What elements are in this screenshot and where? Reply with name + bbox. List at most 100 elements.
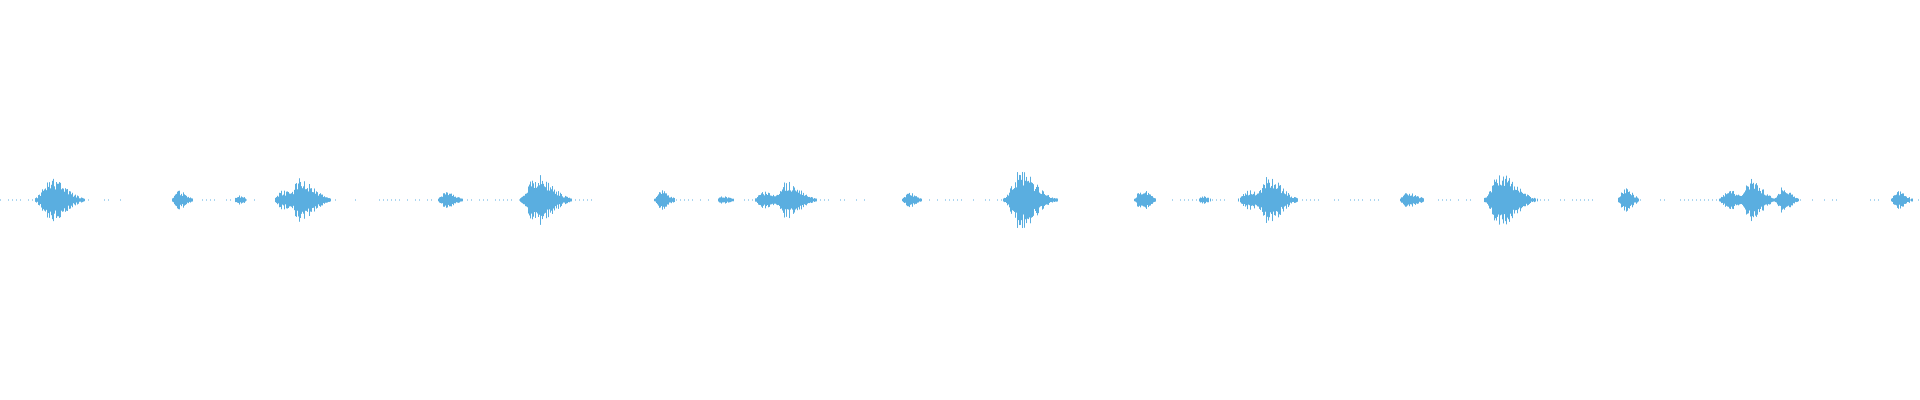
waveform-sample <box>660 192 661 208</box>
waveform-sample <box>1056 198 1057 202</box>
waveform-sample <box>1633 194 1634 206</box>
waveform-sample <box>803 192 804 208</box>
waveform-sample <box>1790 192 1791 208</box>
noise-dot <box>507 199 508 201</box>
waveform-sample <box>190 197 191 203</box>
waveform-sample <box>48 186 49 214</box>
waveform-sample <box>440 196 441 204</box>
waveform-sample <box>548 182 549 218</box>
noise-dot <box>503 199 504 201</box>
waveform-sample <box>1242 196 1243 204</box>
noise-dot <box>1712 199 1713 201</box>
waveform-sample <box>1734 194 1735 206</box>
waveform-sample <box>1623 193 1624 207</box>
waveform-sample <box>1055 198 1056 202</box>
waveform-sample <box>539 185 540 215</box>
waveform-sample <box>1154 198 1155 202</box>
waveform-sample <box>541 184 542 216</box>
waveform-sample <box>1053 198 1054 202</box>
waveform-sample <box>460 198 461 202</box>
waveform-sample <box>1891 198 1892 202</box>
waveform-sample <box>794 187 795 213</box>
noise-dot <box>1812 199 1813 201</box>
waveform-sample <box>1511 183 1512 217</box>
waveform-sample <box>1275 184 1276 216</box>
noise-dot <box>1832 199 1833 201</box>
waveform-sample <box>1051 197 1052 203</box>
waveform-sample <box>1751 178 1752 222</box>
waveform-sample <box>1764 194 1765 206</box>
waveform-samples <box>35 171 1913 229</box>
waveform-sample <box>1045 195 1046 205</box>
waveform-sample <box>535 182 536 218</box>
waveform-sample <box>1409 193 1410 207</box>
waveform-sample <box>58 183 59 217</box>
waveform-sample <box>728 197 729 203</box>
noise-dot <box>479 199 480 201</box>
waveform-sample <box>50 188 51 212</box>
waveform-sample <box>54 186 55 214</box>
waveform-sample <box>1766 195 1767 205</box>
waveform-sample <box>235 197 236 203</box>
noise-dot <box>1188 199 1189 201</box>
waveform-sample <box>1912 198 1913 202</box>
waveform-sample <box>84 198 85 202</box>
waveform-sample <box>1729 191 1730 209</box>
waveform-sample <box>566 196 567 204</box>
noise-dot <box>1001 199 1002 201</box>
waveform-sample <box>1508 180 1509 220</box>
waveform-sample <box>1911 198 1912 202</box>
waveform-sample <box>289 193 290 207</box>
waveform-sample <box>462 198 463 202</box>
waveform-sample <box>777 194 778 206</box>
waveform-sample <box>1422 197 1423 203</box>
waveform-sample <box>1036 186 1037 214</box>
noise-dot <box>1370 199 1371 201</box>
waveform-sample <box>1136 197 1137 203</box>
waveform-sample <box>1259 191 1260 209</box>
waveform-sample <box>1906 196 1907 204</box>
waveform-sample <box>318 195 319 205</box>
waveform-sample <box>294 189 295 211</box>
waveform-sample <box>571 198 572 202</box>
waveform-sample <box>718 198 719 202</box>
waveform-sample <box>1637 197 1638 203</box>
waveform-sample <box>1895 195 1896 205</box>
waveform-sample <box>450 193 451 207</box>
noise-dot <box>1438 199 1439 201</box>
waveform-sample <box>1245 193 1246 207</box>
waveform-sample <box>772 196 773 204</box>
waveform-sample <box>1893 195 1894 205</box>
waveform-sample <box>1155 198 1156 202</box>
waveform-sample <box>1135 198 1136 202</box>
waveform-sample <box>1415 195 1416 205</box>
waveform-sample <box>49 182 50 218</box>
waveform-sample <box>81 197 82 203</box>
waveform-sample <box>526 193 527 207</box>
noise-dot <box>945 199 946 201</box>
waveform-sample <box>1042 190 1043 210</box>
waveform-sample <box>1746 185 1747 215</box>
waveform-sample <box>913 196 914 204</box>
waveform-sample <box>1519 192 1520 208</box>
noise-dot <box>415 199 416 201</box>
waveform-sample <box>1041 194 1042 206</box>
waveform-sample <box>172 198 173 202</box>
waveform-sample <box>792 190 793 210</box>
waveform-sample <box>443 193 444 207</box>
waveform-sample <box>1485 197 1486 203</box>
waveform-sample <box>188 196 189 204</box>
noise-dot <box>973 199 974 201</box>
noise-dot <box>1660 199 1661 201</box>
waveform-sample <box>767 194 768 206</box>
waveform-sample <box>1782 190 1783 210</box>
waveform-sample <box>1208 197 1209 203</box>
waveform-sample <box>44 189 45 211</box>
waveform-sample <box>918 197 919 203</box>
waveform-sample <box>1752 183 1753 217</box>
waveform-sample <box>1534 197 1535 203</box>
waveform-sample <box>82 197 83 203</box>
noise-dot <box>391 199 392 201</box>
